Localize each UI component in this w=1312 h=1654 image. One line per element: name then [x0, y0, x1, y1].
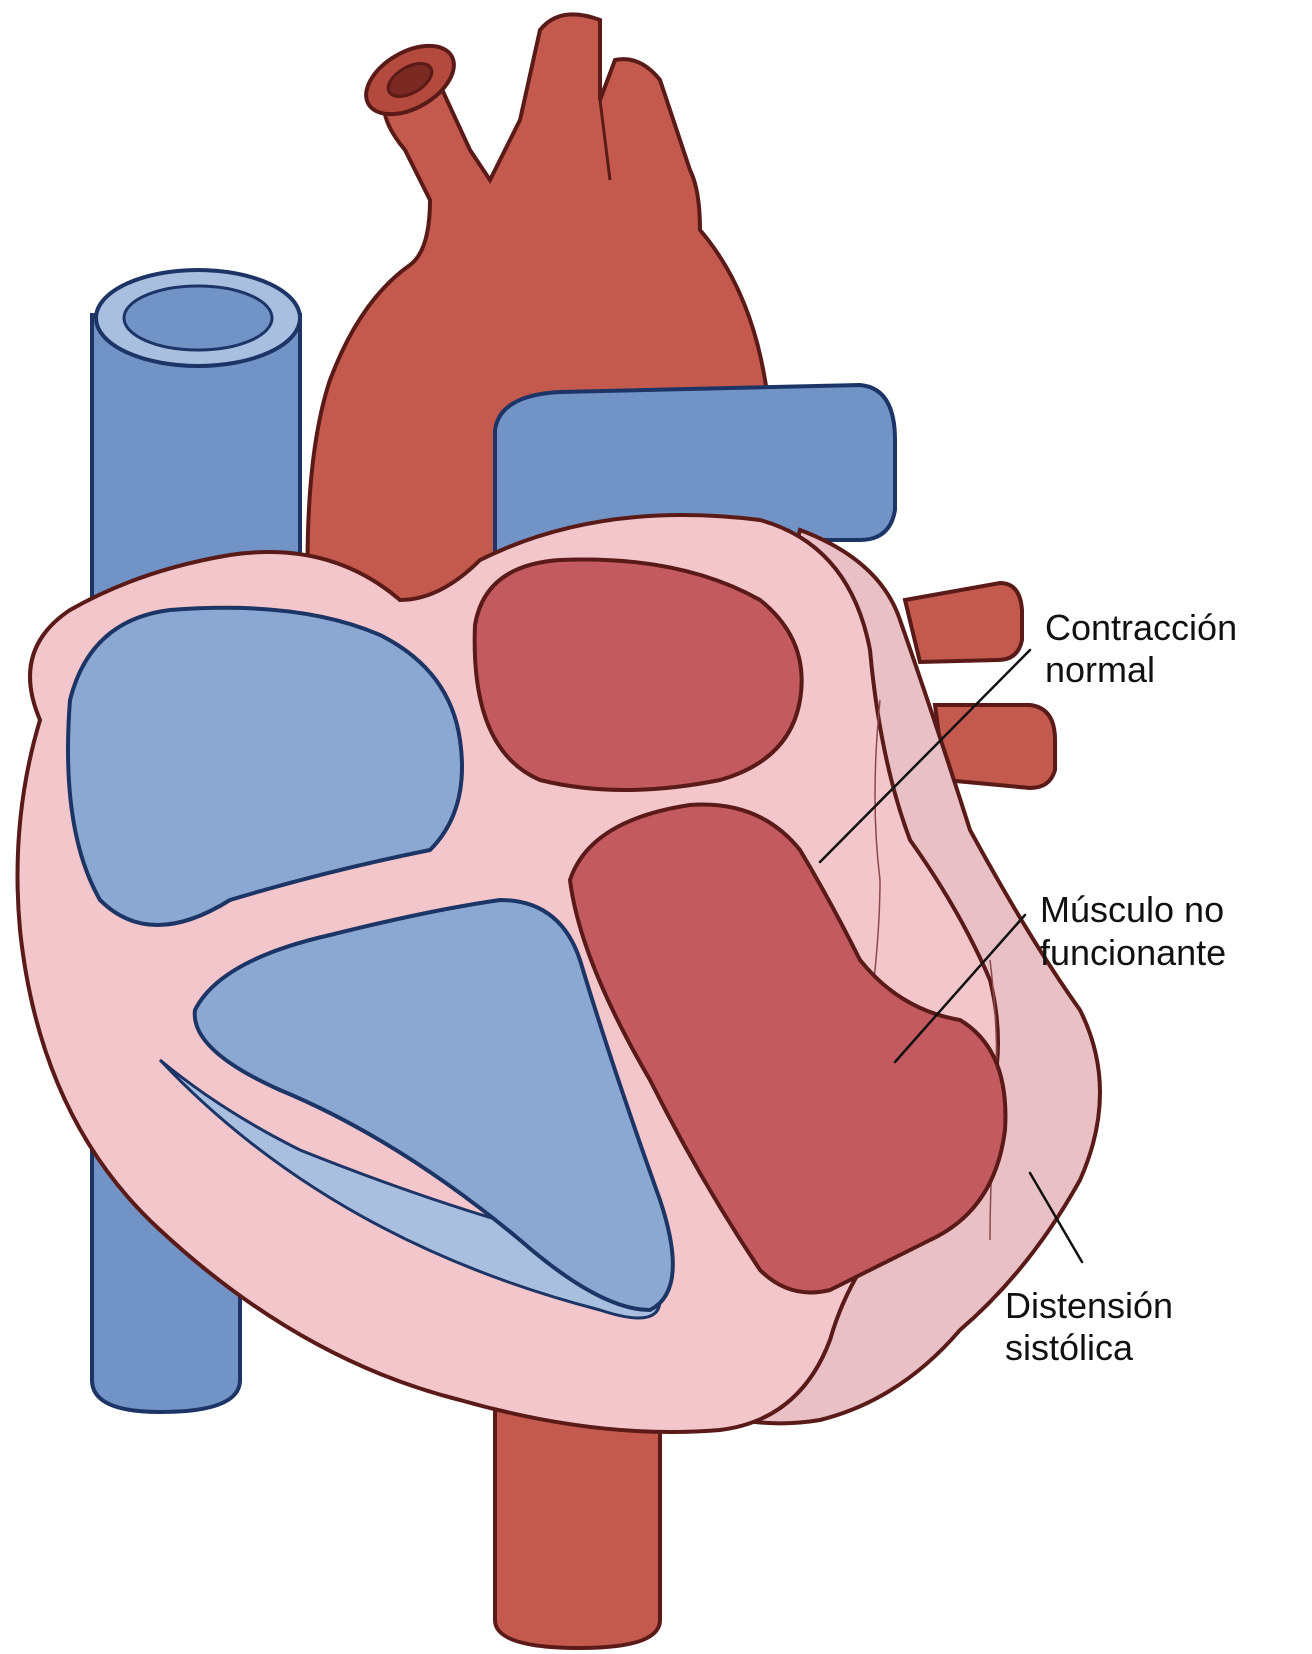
label-line: sistólica	[1005, 1327, 1134, 1368]
label-nonfunctioning-muscle: Músculo no funcionante	[1040, 889, 1226, 973]
label-normal-contraction: Contracción normal	[1045, 607, 1237, 690]
label-line: Músculo no	[1040, 889, 1224, 930]
label-line: normal	[1045, 649, 1155, 690]
label-line: funcionante	[1040, 932, 1226, 973]
label-line: Contracción	[1045, 607, 1237, 648]
left-atrium	[475, 560, 802, 791]
label-systolic-bulging: Distensión sistólica	[1005, 1285, 1173, 1368]
label-line: Distensión	[1005, 1285, 1173, 1326]
